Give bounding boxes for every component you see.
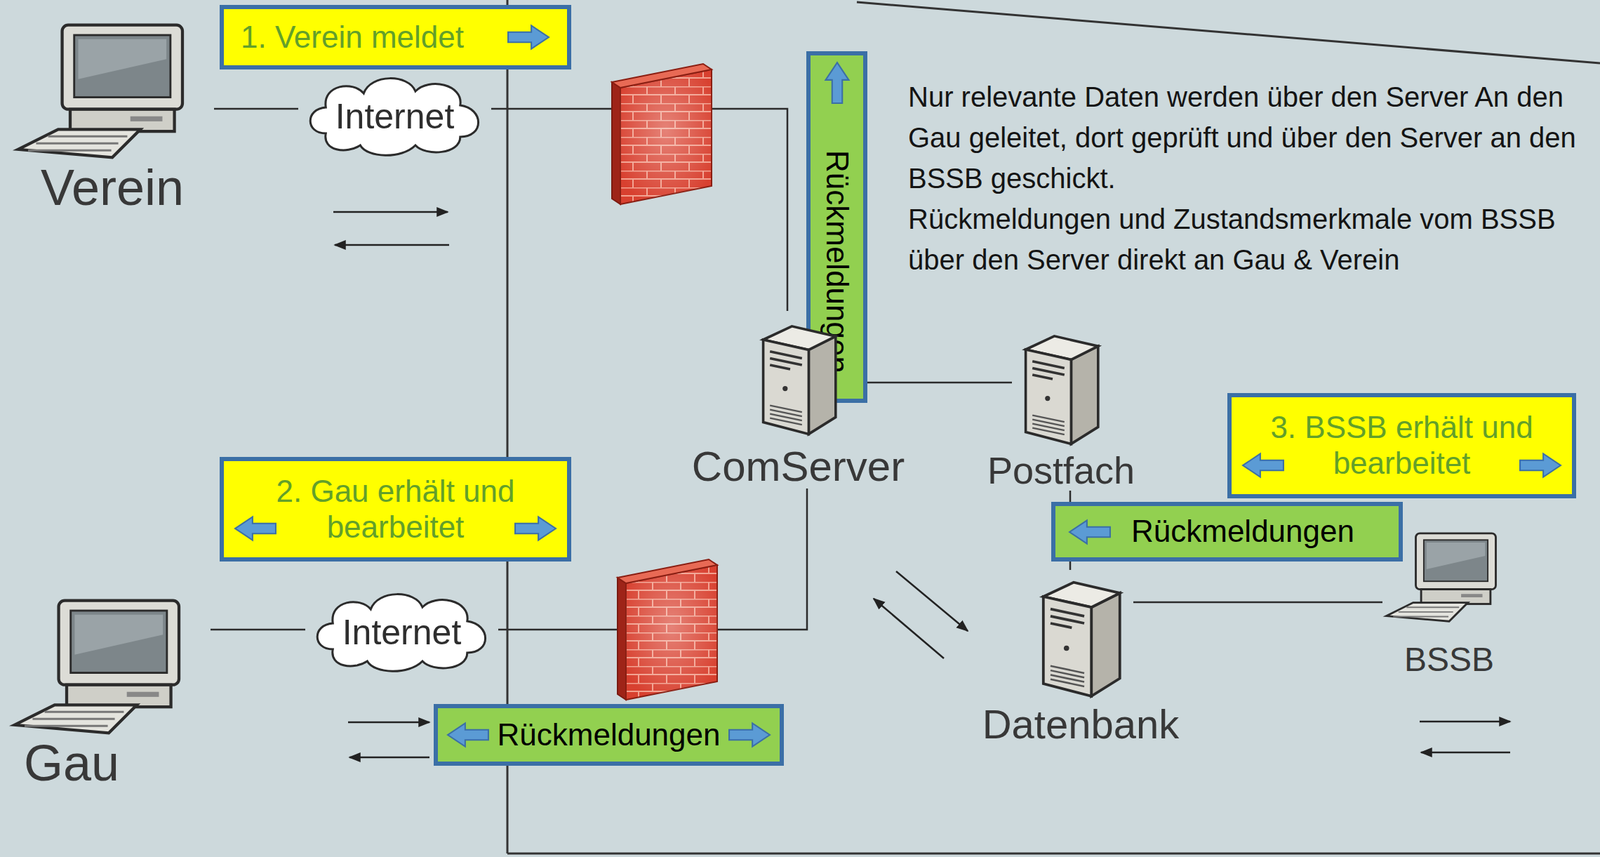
step-callout: 1. Verein meldet bbox=[219, 4, 572, 70]
description-text: Nur relevante Daten werden über den Serv… bbox=[908, 76, 1582, 199]
block-arrow bbox=[1241, 451, 1285, 479]
feedback-band: Rückmeldungen bbox=[1051, 501, 1403, 562]
computer-node: Gau bbox=[7, 596, 211, 791]
caption-row: BSSB bbox=[1375, 642, 1523, 678]
box-text: 1. Verein meldet bbox=[240, 19, 464, 56]
node-caption: Verein bbox=[36, 161, 189, 215]
server-node: ComServer bbox=[681, 310, 916, 489]
caption-row: Postfach bbox=[976, 450, 1146, 491]
server-icon bbox=[1028, 569, 1134, 704]
server-node: Datenbank bbox=[975, 569, 1186, 746]
description-text: Rückmeldungen und Zustandsmerkmale vom B… bbox=[908, 198, 1582, 280]
caption-row: Gau bbox=[7, 736, 211, 791]
server-node: Postfach bbox=[976, 324, 1146, 491]
block-arrow bbox=[446, 721, 490, 749]
box-text: 3. BSSB erhält und bearbeitet bbox=[1244, 409, 1560, 481]
block-arrow bbox=[1068, 518, 1112, 546]
server-icon bbox=[756, 310, 841, 445]
cloud-text: Internet bbox=[342, 607, 462, 654]
network-line bbox=[214, 108, 299, 111]
caption-row: Datenbank bbox=[975, 703, 1186, 746]
internet-cloud: Internet bbox=[298, 66, 492, 162]
step-callout: 2. Gau erhält und bearbeitet bbox=[219, 456, 572, 562]
block-arrow bbox=[727, 721, 772, 749]
node-caption: Datenbank bbox=[978, 703, 1184, 746]
firewall bbox=[611, 63, 712, 205]
internet-cloud: Internet bbox=[305, 582, 499, 678]
network-line bbox=[210, 628, 306, 631]
caption-row: Verein bbox=[10, 161, 215, 215]
computer-icon bbox=[1382, 512, 1516, 643]
block-arrow bbox=[513, 515, 558, 542]
cloud-text: Internet bbox=[335, 91, 455, 138]
computer-node: BSSB bbox=[1375, 512, 1523, 678]
firewall bbox=[617, 559, 718, 700]
node-caption: BSSB bbox=[1400, 642, 1499, 678]
node-caption: ComServer bbox=[687, 444, 909, 489]
network-line bbox=[1133, 601, 1383, 604]
block-arrow bbox=[823, 61, 851, 105]
box-text: 2. Gau erhält und bearbeitet bbox=[236, 473, 555, 545]
node-caption: Gau bbox=[19, 736, 124, 791]
block-arrow bbox=[506, 23, 551, 51]
box-text: Rückmeldungen bbox=[1131, 513, 1355, 550]
computer-node: Verein bbox=[10, 21, 215, 215]
computer-icon bbox=[10, 21, 215, 162]
computer-icon bbox=[7, 596, 211, 737]
step-callout: 3. BSSB erhält und bearbeitet bbox=[1227, 392, 1577, 499]
box-text: Rückmeldungen bbox=[497, 717, 721, 753]
block-arrow bbox=[233, 515, 278, 542]
caption-row: ComServer bbox=[681, 444, 916, 489]
block-arrow bbox=[1518, 451, 1563, 479]
server-icon bbox=[1011, 324, 1111, 451]
feedback-band: Rückmeldungen bbox=[433, 703, 784, 766]
node-caption: Postfach bbox=[983, 450, 1139, 491]
